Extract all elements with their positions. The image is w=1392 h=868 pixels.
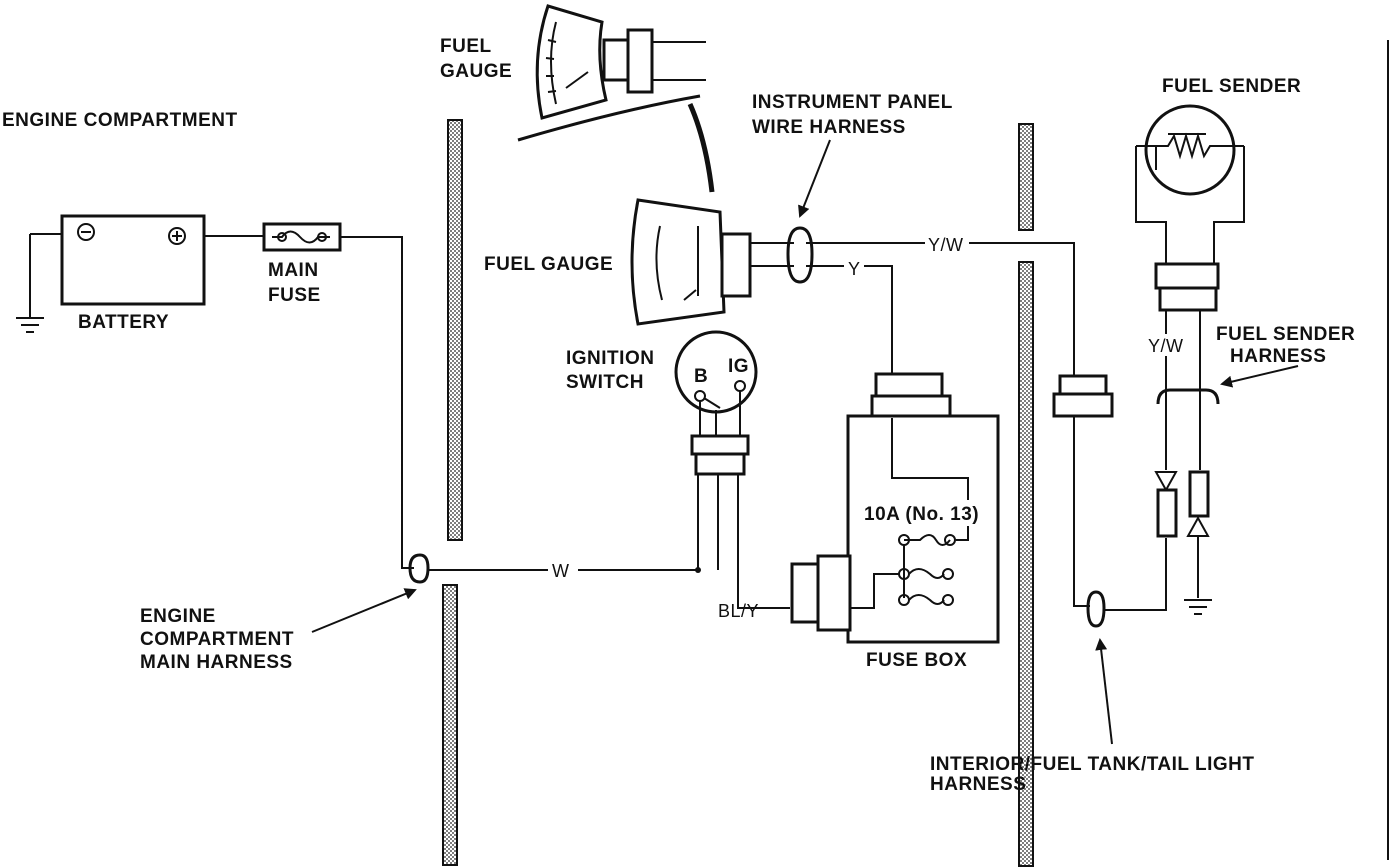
wire-label-yw-sender: Y/W [1148, 336, 1184, 356]
main-fuse [262, 222, 342, 252]
battery [60, 214, 206, 306]
main-fuse-label-line2: FUSE [268, 285, 321, 306]
ignition-ig-label: IG [728, 356, 749, 377]
wire-label-y: Y [848, 259, 861, 279]
fuel-sender [1135, 104, 1245, 470]
fuel-gauge [630, 198, 752, 326]
y-wire [806, 265, 893, 376]
bulkhead-left [442, 119, 463, 866]
fuse-box-label: FUSE BOX [866, 650, 967, 671]
engine-harness-label-line2: COMPARTMENT [140, 629, 294, 650]
engine-main-harness-connector [408, 553, 430, 584]
instrument-panel-label-line1: INSTRUMENT PANEL [752, 92, 953, 113]
fuel-sender-label: FUEL SENDER [1162, 76, 1301, 97]
sender-return-wire [1104, 538, 1167, 611]
engine-compartment-label: ENGINE COMPARTMENT [2, 110, 238, 131]
fuel-sender-harness-arrow [1220, 365, 1299, 388]
ignition-switch-label-line1: IGNITION [566, 348, 654, 369]
fuel-tank-connector-block [1052, 374, 1114, 607]
interior-harness-connector [1086, 590, 1106, 628]
instrument-panel-arrow [798, 139, 831, 218]
yw-wire [806, 242, 1075, 376]
dashboard-fuel-gauge-illustration [517, 4, 715, 193]
interior-harness-arrow [1095, 638, 1113, 745]
engine-harness-arrow [311, 588, 417, 633]
fuel-sender-harness-label-line1: FUEL SENDER [1216, 324, 1355, 345]
wire-label-bly: BL/Y [718, 601, 759, 621]
fuse-rating-label: 10A (No. 13) [864, 504, 979, 525]
fuel-gauge-top-label-line1: FUEL [440, 36, 492, 57]
ground-icon [16, 234, 44, 333]
ignition-b-label: B [694, 366, 708, 387]
interior-harness-label-line1: INTERIOR/FUEL TANK/TAIL LIGHT [930, 754, 1254, 775]
fuse-box [790, 372, 1000, 644]
wire-label-yw-top: Y/W [928, 235, 964, 255]
sender-ground-icon [1184, 599, 1212, 615]
engine-harness-label-line3: MAIN HARNESS [140, 652, 293, 673]
fuel-sender-harness-connector [1156, 388, 1220, 405]
bly-wire [737, 604, 790, 609]
engine-harness-label-line1: ENGINE [140, 606, 216, 627]
main-fuse-label-line1: MAIN [268, 260, 319, 281]
interior-harness-label-line2: HARNESS [930, 774, 1026, 795]
main-fuse-to-harness-wire [340, 236, 414, 569]
sender-terminals [1154, 470, 1210, 598]
instrument-panel-connector [786, 226, 814, 284]
ignition-switch [674, 330, 758, 604]
battery-label: BATTERY [78, 312, 169, 333]
fuel-gauge-label: FUEL GAUGE [484, 254, 613, 275]
instrument-panel-label-line2: WIRE HARNESS [752, 117, 906, 138]
ignition-switch-label-line2: SWITCH [566, 372, 644, 393]
fuel-sender-harness-label-line2: HARNESS [1230, 346, 1326, 367]
wire-label-w: W [552, 561, 570, 581]
fuel-gauge-top-label-line2: GAUGE [440, 61, 512, 82]
bulkhead-right [1018, 123, 1034, 867]
